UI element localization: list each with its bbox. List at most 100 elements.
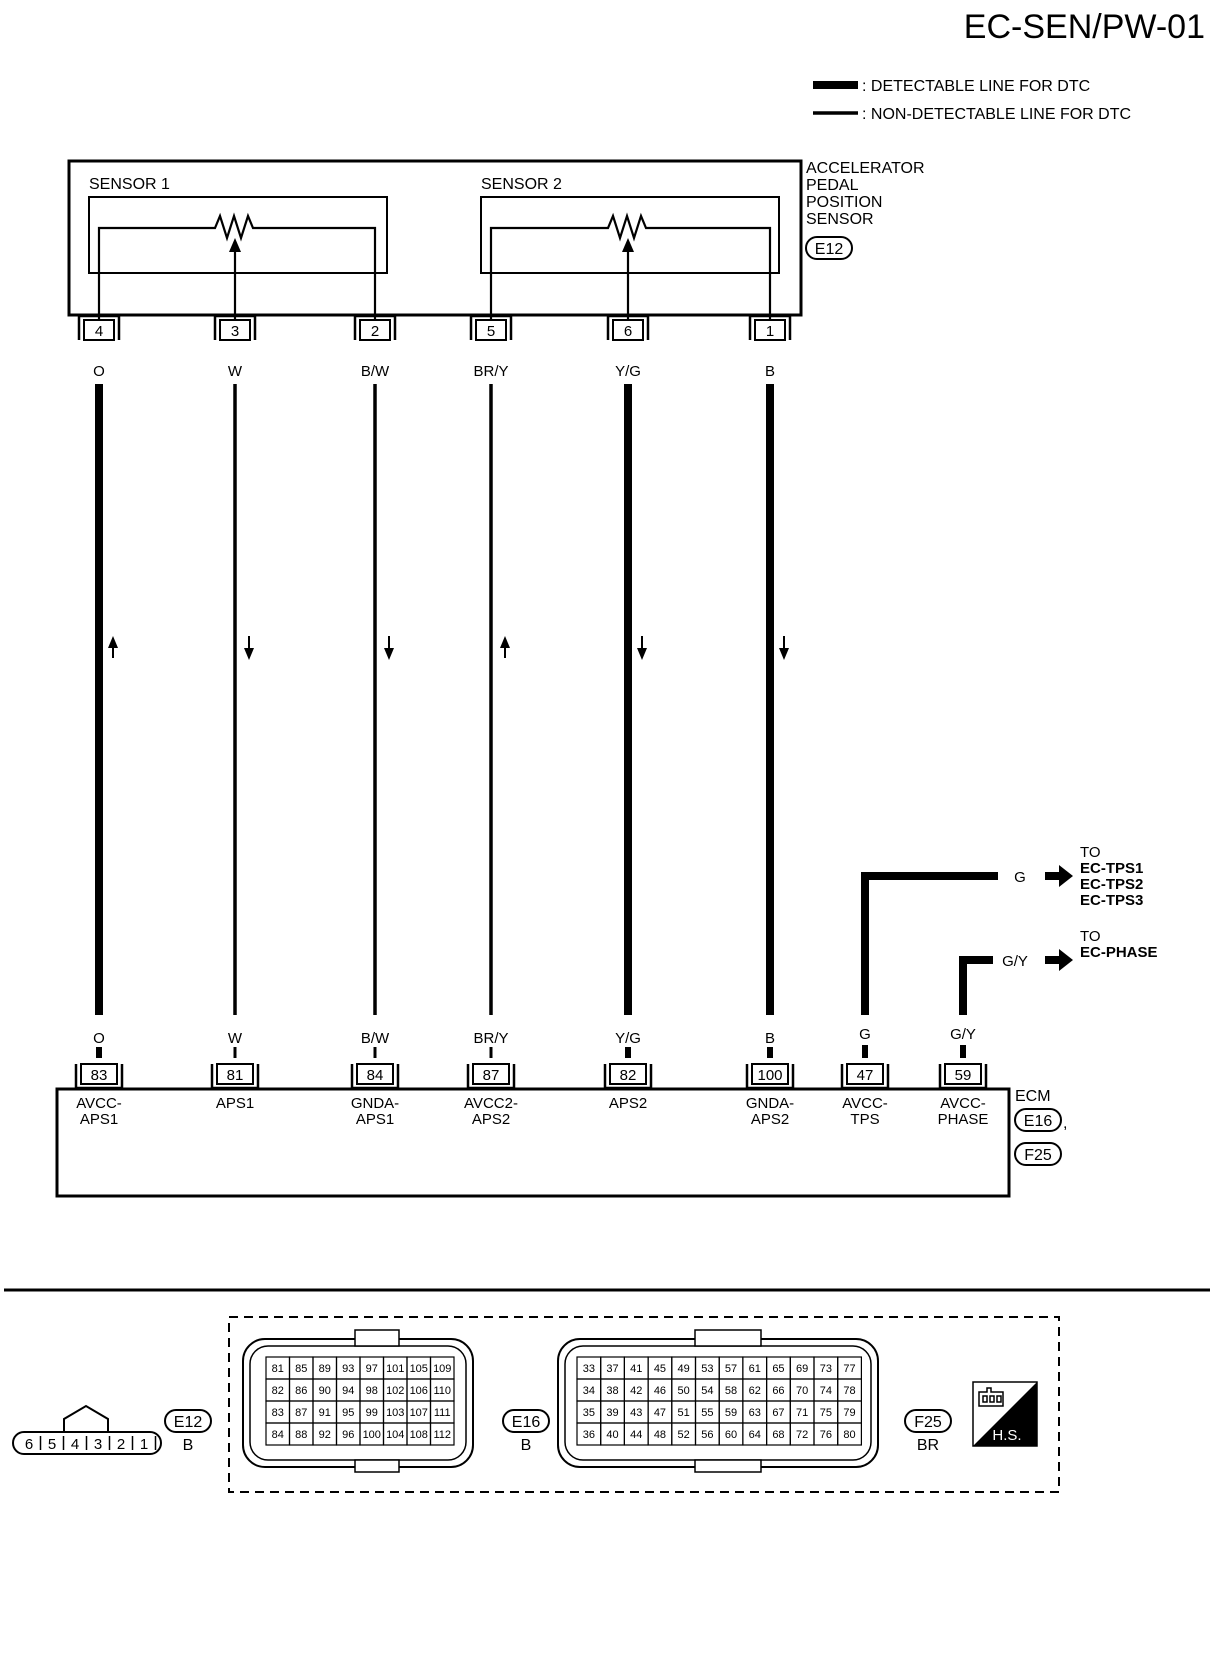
f25-cavity-48: 48 bbox=[654, 1429, 666, 1441]
e16-top-key bbox=[354, 1329, 400, 1347]
ecm-extra-2-dest-arrow bbox=[1045, 949, 1073, 971]
ecm-extra-1-color-bottom: G bbox=[859, 1026, 871, 1043]
e16-cavity-88: 88 bbox=[295, 1429, 307, 1441]
harness-side-icon: H.S. bbox=[972, 1381, 1038, 1447]
e16-cavity-108: 108 bbox=[410, 1429, 428, 1441]
sensor1-inner bbox=[88, 196, 388, 274]
ecm-extra-2-color-inline: G/Y bbox=[1002, 953, 1028, 970]
e16-cavity-110: 110 bbox=[433, 1385, 451, 1397]
wire-5-signal-line1: APS2 bbox=[609, 1095, 647, 1112]
ecm-extra-1-ecm-pin-box bbox=[846, 1063, 884, 1085]
wire-3-sensor-pin-box bbox=[359, 319, 391, 341]
e16-cavity-98: 98 bbox=[366, 1385, 378, 1397]
f25-cavity-39: 39 bbox=[606, 1407, 618, 1419]
wire-4-sensor-pin-bracket bbox=[469, 314, 513, 340]
f25-cavity-35: 35 bbox=[583, 1407, 595, 1419]
wire-1-signal-line1: AVCC- bbox=[76, 1095, 122, 1112]
wire-4-flow-arrow bbox=[500, 636, 510, 658]
ecm-extra-2-conductor bbox=[959, 956, 995, 1015]
f25-cavity-74: 74 bbox=[820, 1385, 832, 1397]
wire-5-sensor-pin-box bbox=[612, 319, 644, 341]
f25-cavity-72: 72 bbox=[796, 1429, 808, 1441]
wire-1-ecm-pin-terminal: 83 bbox=[74, 1063, 124, 1090]
dashed-enclosure bbox=[228, 1316, 1060, 1493]
e16-bottom-key bbox=[354, 1459, 400, 1473]
e12-body bbox=[12, 1431, 162, 1455]
f25-cavity-44: 44 bbox=[630, 1429, 642, 1441]
hs-label: H.S. bbox=[992, 1427, 1021, 1444]
f25-cavity-37: 37 bbox=[606, 1363, 618, 1375]
legend: : DETECTABLE LINE FOR DTC : NON-DETECTAB… bbox=[813, 78, 1131, 123]
e12-latch bbox=[63, 1404, 109, 1432]
wire-5-sensor-pin-bracket bbox=[606, 314, 650, 340]
ecm-extra-2-color-bottom: G/Y bbox=[950, 1026, 976, 1043]
e16-id-group: E16 B bbox=[502, 1409, 550, 1454]
e16-cavity-81: 81 bbox=[272, 1363, 284, 1375]
wire-4-flow-arrow-head bbox=[500, 636, 510, 648]
wire-2-sensor-pin-bracket bbox=[213, 314, 257, 340]
wire-2-color-top: W bbox=[228, 363, 243, 380]
f25-cavity-60: 60 bbox=[725, 1429, 737, 1441]
f25-cavity-59: 59 bbox=[725, 1407, 737, 1419]
ecm-extra-1-to-line-1: EC-TPS1 bbox=[1080, 860, 1143, 877]
f25-cavity-56: 56 bbox=[701, 1429, 713, 1441]
sensor2-label: SENSOR 2 bbox=[481, 176, 562, 193]
sensor-connector-badge bbox=[805, 236, 853, 260]
ecm-connector2-id: F25 bbox=[1024, 1147, 1052, 1164]
ecm-module: ECM E16 , F25 bbox=[55, 1087, 1067, 1198]
wire-6-ecm-pin-terminal: 100 bbox=[745, 1063, 795, 1090]
ecm-connector1-badge bbox=[1014, 1108, 1062, 1132]
sensor-name-line-2: PEDAL bbox=[806, 177, 859, 194]
ecm-connector2-badge bbox=[1014, 1142, 1062, 1166]
e16-cavity-109: 109 bbox=[433, 1363, 451, 1375]
e12-badge bbox=[164, 1409, 212, 1433]
f25-cavity-77: 77 bbox=[843, 1363, 855, 1375]
e12-pin-2: 2 bbox=[117, 1436, 125, 1453]
wire-5-flow-arrow-head bbox=[637, 648, 647, 660]
e16-cavity-103: 103 bbox=[386, 1407, 404, 1419]
e16-cavity-94: 94 bbox=[342, 1385, 354, 1397]
e16-cavity-82: 82 bbox=[272, 1385, 284, 1397]
wire-1-ecm-pin-number: 83 bbox=[91, 1067, 108, 1084]
page-code: EC-SEN/PW-01 bbox=[964, 8, 1205, 46]
wire-5-ecm-pin-number: 82 bbox=[620, 1067, 637, 1084]
e12-color: B bbox=[183, 1437, 194, 1454]
ecm-extra-1-to-line-3: EC-TPS3 bbox=[1080, 892, 1143, 909]
e16-cavity-101: 101 bbox=[386, 1363, 404, 1375]
ecm-extra-1-dest-arrow bbox=[1045, 865, 1073, 887]
e16-badge bbox=[502, 1409, 550, 1433]
f25-cavity-75: 75 bbox=[820, 1407, 832, 1419]
ecm-connector1-id: E16 bbox=[1024, 1113, 1053, 1130]
wire-5-flow-arrow bbox=[637, 636, 647, 660]
e12-pin-3: 3 bbox=[94, 1436, 102, 1453]
f25-cavity-46: 46 bbox=[654, 1385, 666, 1397]
wire-3-signal-line1: GNDA- bbox=[351, 1095, 399, 1112]
wire-4-color-bottom: BR/Y bbox=[473, 1030, 508, 1047]
wire-3-flow-arrow-head bbox=[384, 648, 394, 660]
ecm-extra-2-ecm-pin-box bbox=[944, 1063, 982, 1085]
wire-1-color-bottom: O bbox=[93, 1030, 105, 1047]
hs-black-triangle bbox=[973, 1382, 1037, 1446]
sensor1-wiper-arrow bbox=[229, 238, 241, 252]
wire-3-ecm-pin-number: 84 bbox=[367, 1067, 384, 1084]
sensor-name-line-3: POSITION bbox=[806, 194, 882, 211]
e16-cavity-99: 99 bbox=[366, 1407, 378, 1419]
f25-cavity-63: 63 bbox=[749, 1407, 761, 1419]
wire-1-flow-arrow bbox=[108, 636, 118, 658]
f25-cavity-71: 71 bbox=[796, 1407, 808, 1419]
wire-2-ecm-pin-terminal: 81 bbox=[210, 1063, 260, 1090]
e16-cavity-83: 83 bbox=[272, 1407, 284, 1419]
f25-id: F25 bbox=[914, 1414, 942, 1431]
f25-cavity-57: 57 bbox=[725, 1363, 737, 1375]
wire-1-sensor-pin-box bbox=[83, 319, 115, 341]
f25-cavity-box-80 bbox=[837, 1422, 863, 1446]
e16-cavity-87: 87 bbox=[295, 1407, 307, 1419]
wire-6-color-bottom: B bbox=[765, 1030, 775, 1047]
ecm-extra-1-ecm-pin-number: 47 bbox=[857, 1067, 874, 1084]
wire-2-signal-line1: APS1 bbox=[216, 1095, 254, 1112]
wire-5-color-top: Y/G bbox=[615, 363, 641, 380]
